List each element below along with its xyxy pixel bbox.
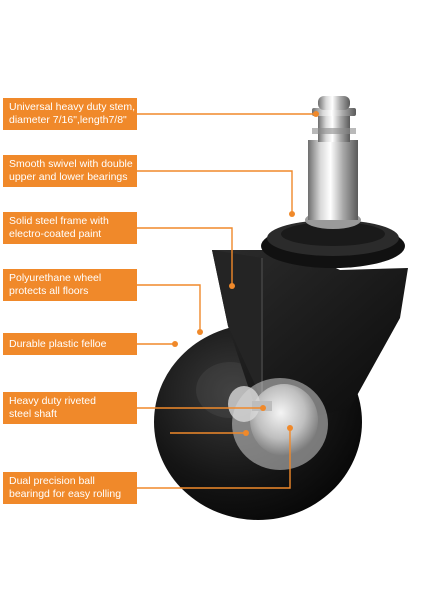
- callout-line: Smooth swivel with double: [9, 158, 133, 170]
- callout-leaders: [137, 113, 316, 489]
- callout-line: Dual precision ball: [9, 475, 95, 487]
- steel-frame: [212, 250, 408, 420]
- callout-line: protects all floors: [9, 285, 89, 297]
- callout-line: diameter 7/16",length7/8": [9, 114, 127, 126]
- callout-shaft: Heavy duty riveted steel shaft: [3, 392, 137, 424]
- callout-markers: [172, 111, 319, 436]
- callout-line: Universal heavy duty stem,: [9, 101, 136, 113]
- callout-wheel: Polyurethane wheel protects all floors: [3, 269, 137, 301]
- callout-felloe: Durable plastic felloe: [3, 333, 137, 355]
- callout-line: Heavy duty riveted: [9, 395, 96, 407]
- callout-line: steel shaft: [9, 408, 57, 420]
- callout-line: bearingd for easy rolling: [9, 488, 122, 500]
- callout-ball-bearing: Dual precision ball bearingd for easy ro…: [3, 472, 137, 504]
- callout-stem: Universal heavy duty stem, diameter 7/16…: [3, 98, 137, 130]
- stem: [308, 96, 358, 220]
- callout-line: electro-coated paint: [9, 228, 102, 240]
- callout-line: Polyurethane wheel: [9, 272, 102, 284]
- callout-frame: Solid steel frame with electro-coated pa…: [3, 212, 137, 244]
- callout-line: Solid steel frame with: [9, 215, 109, 227]
- callout-swivel: Smooth swivel with double upper and lowe…: [3, 155, 137, 187]
- callout-line: Durable plastic felloe: [9, 337, 107, 350]
- callout-line: upper and lower bearings: [9, 171, 128, 183]
